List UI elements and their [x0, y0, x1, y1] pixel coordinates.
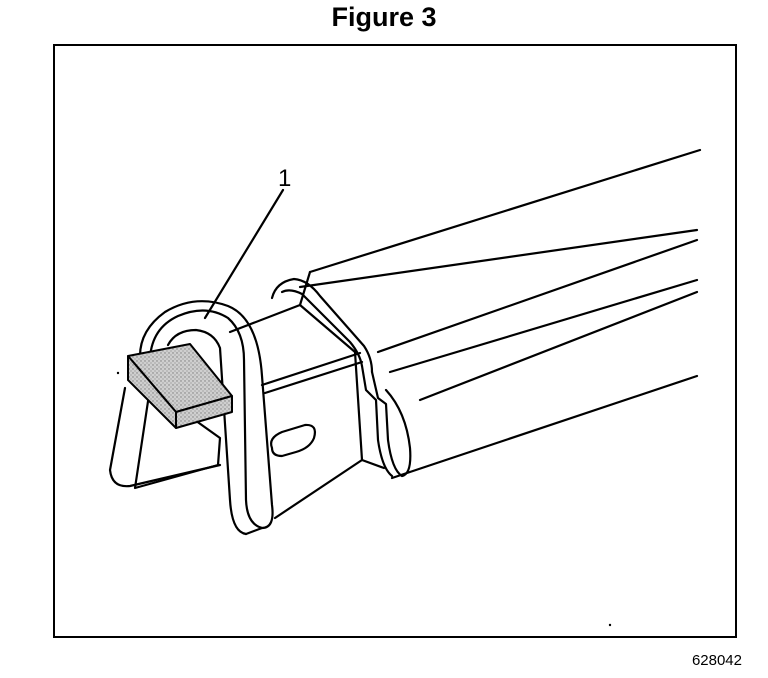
illustration-code: 628042: [691, 652, 742, 669]
speck-mark: [608, 623, 612, 627]
retainer-collar: [270, 277, 412, 478]
rail-slot: [270, 423, 317, 458]
rubber-insert-block: [127, 343, 233, 429]
callout-leader-line: [203, 188, 285, 320]
wiper-arm-rail: [260, 148, 702, 480]
figure-title: Figure 3: [331, 2, 437, 32]
spring-clip: [138, 300, 274, 536]
speck-mark: [116, 371, 120, 375]
callout-label-1: 1: [278, 165, 291, 192]
figure-frame: [53, 44, 737, 638]
